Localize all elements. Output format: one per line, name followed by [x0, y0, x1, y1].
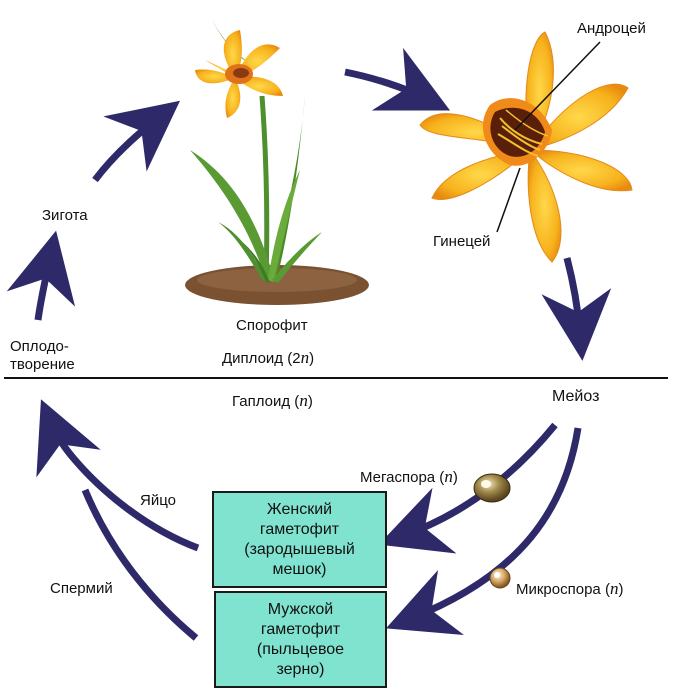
egg-label: Яйцо — [140, 492, 176, 509]
female-gametophyte-box: Женский гаметофит (зародышевый мешок) — [212, 491, 387, 588]
flower-closeup — [419, 31, 633, 263]
arrow-flower-to-meiosis — [541, 257, 612, 361]
gynoecium-pointer — [496, 167, 521, 233]
sporophyte-label: Спорофит — [236, 317, 308, 334]
female-box-line: мешок) — [272, 560, 327, 578]
microspore-icon — [489, 567, 511, 589]
male-gametophyte-box: Мужской гаметофит (пыльцевое зерно) — [214, 591, 387, 688]
sporophyte-plant — [190, 20, 322, 283]
female-box-line: гаметофит — [259, 520, 340, 538]
diploid-label: Диплоид (2n) — [222, 348, 315, 368]
megaspore-icon — [473, 473, 511, 503]
sporophyte-flower — [195, 30, 283, 118]
male-box-line: гаметофит — [260, 620, 341, 638]
sperm-label: Спермий — [50, 580, 113, 597]
male-box-line: Мужской — [267, 600, 334, 618]
androecium-label: Андроцей — [577, 20, 646, 37]
male-box-line: (пыльцевое — [256, 640, 345, 658]
female-box-line: (зародышевый — [244, 540, 355, 558]
female-box-line: Женский — [266, 500, 333, 518]
androecium-pointer — [514, 41, 601, 131]
arrow-meiosis-to-male — [385, 427, 582, 635]
arrow-sperm-to-fertilization — [81, 488, 199, 641]
microspore-label: Микроспора (n) — [516, 579, 624, 599]
arrow-egg-to-fertilization — [36, 399, 200, 552]
zygote-label: Зигота — [42, 207, 88, 224]
arrow-zygote-to-sporophyte — [92, 100, 181, 183]
megaspore-label: Мегаспора (n) — [360, 467, 458, 487]
meiosis-label: Мейоз — [552, 388, 600, 405]
fertilization-label-line1: Оплодо- — [10, 338, 69, 355]
haploid-label: Гаплоид (n) — [232, 391, 313, 411]
arrow-sporophyte-to-flower — [344, 47, 451, 111]
male-box-line: зерно) — [276, 660, 325, 678]
gynoecium-label: Гинецей — [433, 233, 491, 250]
arrow-fertilization-to-zygote — [6, 230, 76, 321]
fertilization-label-line2: творение — [10, 356, 75, 373]
